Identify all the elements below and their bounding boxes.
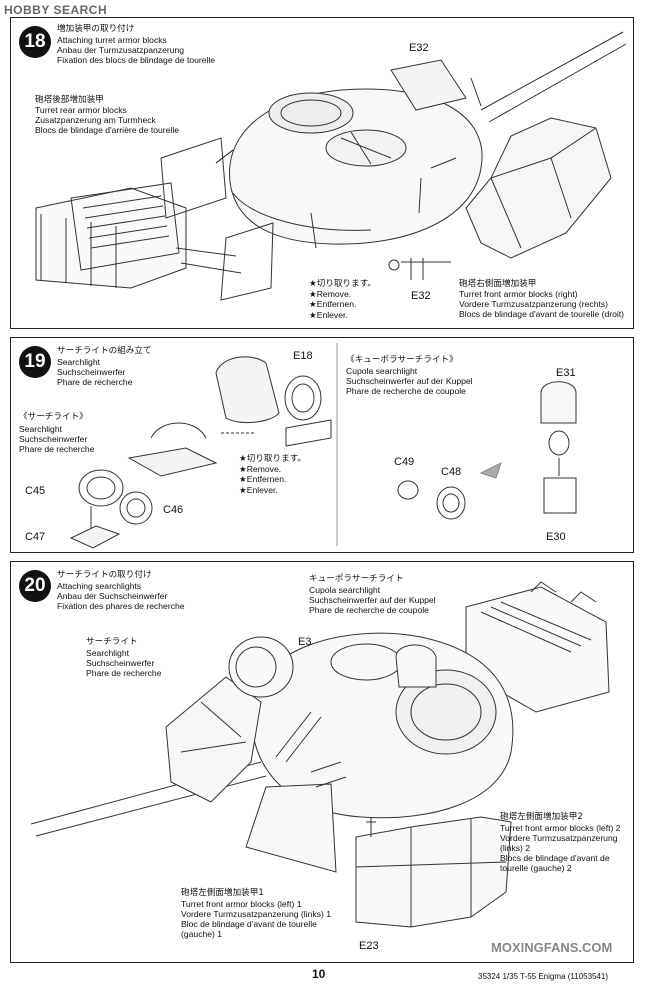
step-18-title-de: Anbau der Turmzusatzpanzerung	[57, 45, 185, 55]
part-e32-bottom: E32	[411, 290, 431, 302]
searchlight-sub-en: Searchlight	[19, 424, 62, 434]
front-armor-left1-fr1: Bloc de blindage d'avant de tourelle	[181, 919, 317, 929]
step-19-panel: 19 サーチライトの組み立て Searchlight Suchscheinwer…	[10, 337, 634, 553]
step-20-title-de: Anbau der Suchscheinwerfer	[57, 591, 168, 601]
cupola-searchlight-label-jp: キューポラサーチライト	[309, 574, 404, 584]
front-armor-right-label-en: Turret front armor blocks (right)	[459, 289, 578, 299]
step-18-panel: 18 増加装甲の取り付け Attaching turret armor bloc…	[10, 17, 634, 329]
front-armor-right-label-jp: 砲塔右側面増加装甲	[459, 279, 537, 289]
remove-note-19: ★切り取ります。 ★Remove. ★Entfernen. ★Enlever.	[239, 453, 307, 495]
searchlight-sub-de: Suchscheinwerfer	[19, 434, 88, 444]
step-19-drawing	[69, 343, 577, 549]
part-e3: E3	[298, 636, 312, 648]
rear-armor-label-en: Turret rear armor blocks	[35, 105, 127, 115]
part-c46: C46	[163, 504, 184, 516]
part-e23: E23	[359, 940, 379, 952]
cupola-searchlight-label-de: Suchscheinwerfer auf der Kuppel	[309, 595, 436, 605]
hobby-search-watermark: HOBBY SEARCH	[4, 3, 108, 17]
front-armor-left1-en: Turret front armor blocks (left) 1	[181, 899, 302, 909]
searchlight-label-en: Searchlight	[86, 648, 129, 658]
step-20-title-jp: サーチライトの取り付け	[57, 570, 152, 580]
part-e31: E31	[556, 367, 576, 379]
searchlight-sub-fr: Phare de recherche	[19, 444, 95, 454]
cupola-searchlight-label-fr: Phare de recherche de coupole	[309, 605, 429, 615]
part-c48: C48	[441, 466, 462, 478]
front-armor-right-label-de: Vordere Turmzusatzpanzerung (rechts)	[459, 299, 609, 309]
part-e32-top: E32	[409, 42, 429, 54]
cupola-sub-en: Cupola searchlight	[346, 366, 418, 376]
front-armor-left2-fr2: tourelle (gauche) 2	[500, 863, 572, 873]
front-armor-right-label-fr: Blocs de blindage d'avant de tourelle (d…	[459, 309, 625, 319]
searchlight-label-jp: サーチライト	[86, 637, 138, 647]
part-c47: C47	[25, 531, 46, 543]
rear-armor-label-jp: 砲塔後部増加装甲	[35, 95, 104, 105]
step-18-title-jp: 増加装甲の取り付け	[57, 24, 135, 34]
page-number: 10	[312, 967, 326, 981]
rear-armor-label-fr: Blocs de blindage d'arrière de tourelle	[35, 125, 180, 135]
step-20-panel: 20 サーチライトの取り付け Attaching searchlights An…	[10, 561, 634, 963]
searchlight-label-de: Suchscheinwerfer	[86, 658, 155, 668]
front-armor-left2-jp: 砲塔左側面増加装甲2	[500, 812, 583, 822]
step-18-drawing	[35, 31, 627, 301]
part-c45: C45	[25, 485, 46, 497]
step-18-title-fr: Fixation des blocs de blindage de tourel…	[57, 55, 216, 65]
step-19-badge: 19	[19, 346, 51, 378]
step-19-title-jp: サーチライトの組み立て	[57, 346, 152, 356]
front-armor-left1-jp: 砲塔左側面増加装甲1	[181, 888, 264, 898]
step-20-title-en: Attaching searchlights	[57, 581, 142, 591]
step-20-title-fr: Fixation des phares de recherche	[57, 601, 185, 611]
step-18-badge: 18	[19, 26, 51, 58]
front-armor-left2-de2: (links) 2	[500, 843, 531, 853]
moxingfans-watermark: MOXINGFANS.COM	[491, 940, 613, 955]
cupola-sub-jp: 《キューポラサーチライト》	[346, 355, 458, 365]
searchlight-sub-jp: 《サーチライト》	[19, 412, 88, 422]
part-e30: E30	[546, 531, 566, 543]
front-armor-left1-de: Vordere Turmzusatzpanzerung (links) 1	[181, 909, 331, 919]
front-armor-left2-en: Turret front armor blocks (left) 2	[500, 823, 621, 833]
footer-code: 35324 1/35 T-55 Enigma (11053541)	[478, 972, 609, 981]
part-e18: E18	[293, 350, 313, 362]
step-20-badge: 20	[19, 570, 51, 602]
cupola-sub-de: Suchscheinwerfer auf der Kuppel	[346, 376, 473, 386]
front-armor-left2-de1: Vordere Turmzusatzpanzerung	[500, 833, 618, 843]
front-armor-left2-fr1: Blocs de blindage d'avant de	[500, 853, 610, 863]
step-19-title-fr: Phare de recherche	[57, 377, 133, 387]
cupola-sub-fr: Phare de recherche de coupole	[346, 386, 466, 396]
searchlight-label-fr: Phare de recherche	[86, 668, 162, 678]
step-19-title-en: Searchlight	[57, 357, 100, 367]
rear-armor-label-de: Zusatzpanzerung am Turmheck	[35, 115, 156, 125]
front-armor-left1-fr2: (gauche) 1	[181, 929, 223, 939]
cupola-searchlight-label-en: Cupola searchlight	[309, 585, 381, 595]
step-20-drawing	[30, 581, 610, 928]
step-19-title-de: Suchscheinwerfer	[57, 367, 126, 377]
part-c49: C49	[394, 456, 415, 468]
step-18-title-en: Attaching turret armor blocks	[57, 35, 167, 45]
remove-note-18: ★切り取ります。 ★Remove. ★Entfernen. ★Enlever.	[309, 278, 377, 320]
